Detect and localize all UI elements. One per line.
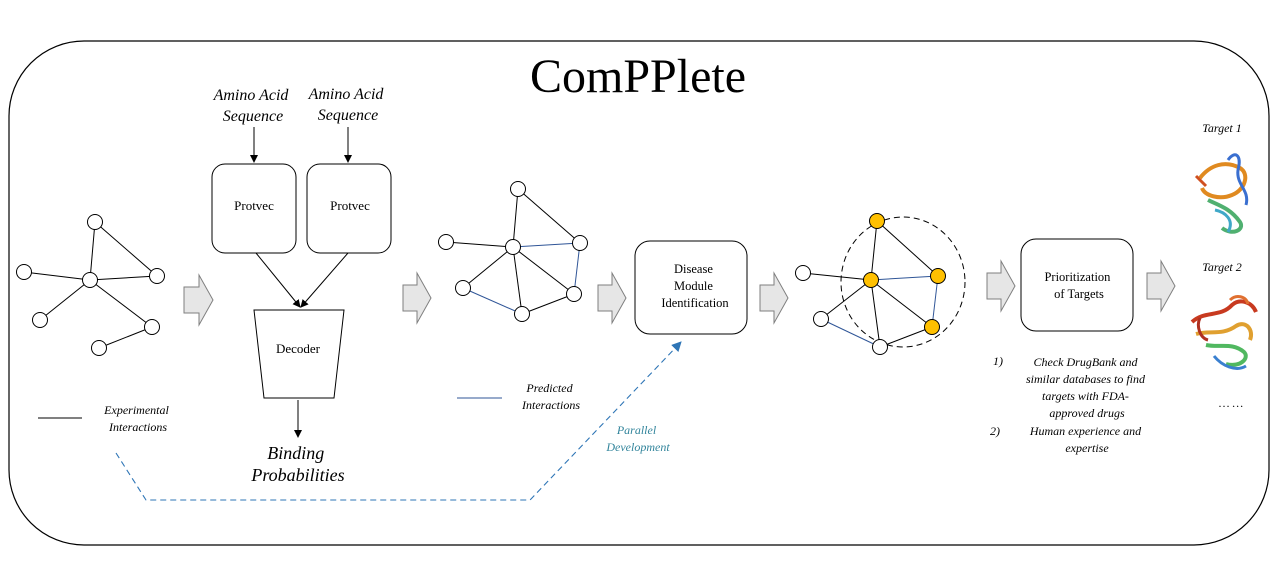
outer-frame [8, 40, 1270, 546]
predicted-network [438, 181, 588, 322]
disease-module-label: Disease Module Identification [661, 262, 729, 310]
note-1-number: 1) [993, 354, 1003, 368]
binding-probabilities-label: Binding Probabilities [250, 443, 344, 485]
disease-module-box [634, 240, 748, 335]
parallel-development-label: Parallel Development [605, 423, 670, 454]
decoder-label: Decoder [276, 341, 321, 356]
flow-arrow-5 [986, 259, 1016, 313]
protvec-box-right [306, 163, 392, 254]
prioritization-notes: 1) Check DrugBank and similar databases … [990, 354, 1148, 455]
target-2-protein-image [1190, 295, 1258, 370]
note-1-text: Check DrugBank and similar databases to … [1026, 355, 1148, 420]
parallel-development-path [115, 341, 682, 501]
more-targets-ellipsis: … … [1219, 396, 1243, 410]
target-1-protein-image [1194, 153, 1249, 234]
protvec-to-decoder-left [255, 252, 301, 308]
note-2-text: Human experience and expertise [1029, 424, 1144, 455]
flow-arrow-3 [597, 271, 627, 325]
protvec-label-left: Protvec [234, 198, 274, 213]
prioritization-box [1020, 238, 1134, 332]
protvec-to-decoder-right [300, 252, 349, 308]
target-2-label: Target 2 [1202, 260, 1241, 274]
flow-arrow-2 [402, 271, 432, 325]
amino-acid-label-left: Amino Acid Sequence [213, 87, 293, 125]
flow-arrow-1 [183, 273, 214, 327]
diagram-title: ComPPlete [530, 50, 746, 103]
note-2-number: 2) [990, 424, 1000, 438]
flow-arrow-6 [1146, 259, 1176, 313]
disease-module-network [795, 213, 966, 355]
experimental-legend-label: Experimental Interactions [103, 403, 172, 434]
experimental-network [16, 214, 165, 356]
target-1-label: Target 1 [1202, 121, 1241, 135]
prioritization-label: Prioritization of Targets [1044, 270, 1113, 301]
decoder-box [253, 309, 345, 399]
protvec-box-left [211, 163, 297, 254]
protvec-label-right: Protvec [330, 198, 370, 213]
predicted-legend-label: Predicted Interactions [521, 381, 580, 412]
amino-acid-label-right: Amino Acid Sequence [308, 86, 388, 124]
flow-arrow-4 [759, 271, 789, 325]
